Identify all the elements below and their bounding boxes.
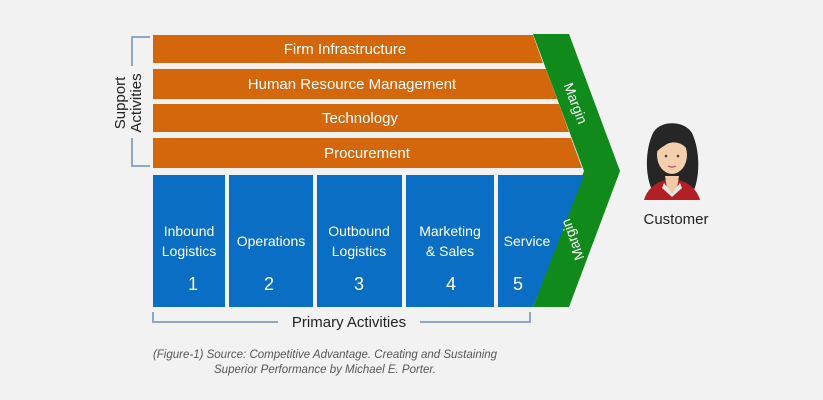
support-label-human-resource-management: Human Resource Management (248, 76, 457, 93)
support-bracket (104, 36, 150, 167)
support-label-firm-infrastructure: Firm Infrastructure (284, 41, 407, 58)
primary-box-marketing-sales (406, 175, 494, 307)
primary-box-inbound-logistics (153, 175, 225, 307)
primary-number: 5 (513, 274, 523, 294)
primary-label-line1: Outbound (328, 223, 390, 239)
primary-number: 4 (446, 274, 456, 294)
support-label-technology: Technology (322, 110, 398, 127)
support-label-procurement: Procurement (324, 145, 411, 162)
primary-label-line1: Service (504, 233, 551, 249)
primary-label-line1: Inbound (164, 223, 215, 239)
support-bar-firm-infrastructure (153, 35, 543, 63)
support-activities: Firm Infrastructure Human Resource Manag… (153, 35, 582, 168)
primary-number: 3 (354, 274, 364, 294)
customer-avatar-icon (644, 123, 700, 200)
primary-activities-label: Primary Activities (292, 314, 406, 331)
customer-label: Customer (643, 211, 708, 228)
primary-label-line2: Logistics (332, 243, 386, 259)
primary-box-service (498, 175, 584, 307)
primary-activities: Inbound Logistics 1 Operations 2 Outboun… (153, 175, 584, 307)
support-bar-procurement (153, 138, 582, 168)
primary-box-operations (229, 175, 313, 307)
primary-label-line2: Logistics (162, 243, 216, 259)
support-bar-human-resource-management (153, 69, 557, 99)
primary-label-line1: Marketing (419, 223, 480, 239)
primary-label-line2: & Sales (426, 243, 474, 259)
support-label-line1: Support (112, 76, 129, 129)
support-bar-technology (153, 104, 569, 132)
support-label-line2: Activities (128, 73, 145, 132)
primary-number: 1 (188, 274, 198, 294)
primary-box-outbound-logistics (317, 175, 402, 307)
figure-caption: (Figure-1) Source: Competitive Advantage… (110, 348, 540, 378)
margin-chevron (533, 34, 620, 307)
primary-number: 2 (264, 274, 274, 294)
caption-line-1: (Figure-1) Source: Competitive Advantage… (152, 349, 498, 361)
primary-label-line1: Operations (237, 233, 305, 249)
caption-line-2: Superior Performance by Michael E. Porte… (214, 364, 436, 376)
primary-bracket (152, 312, 531, 332)
